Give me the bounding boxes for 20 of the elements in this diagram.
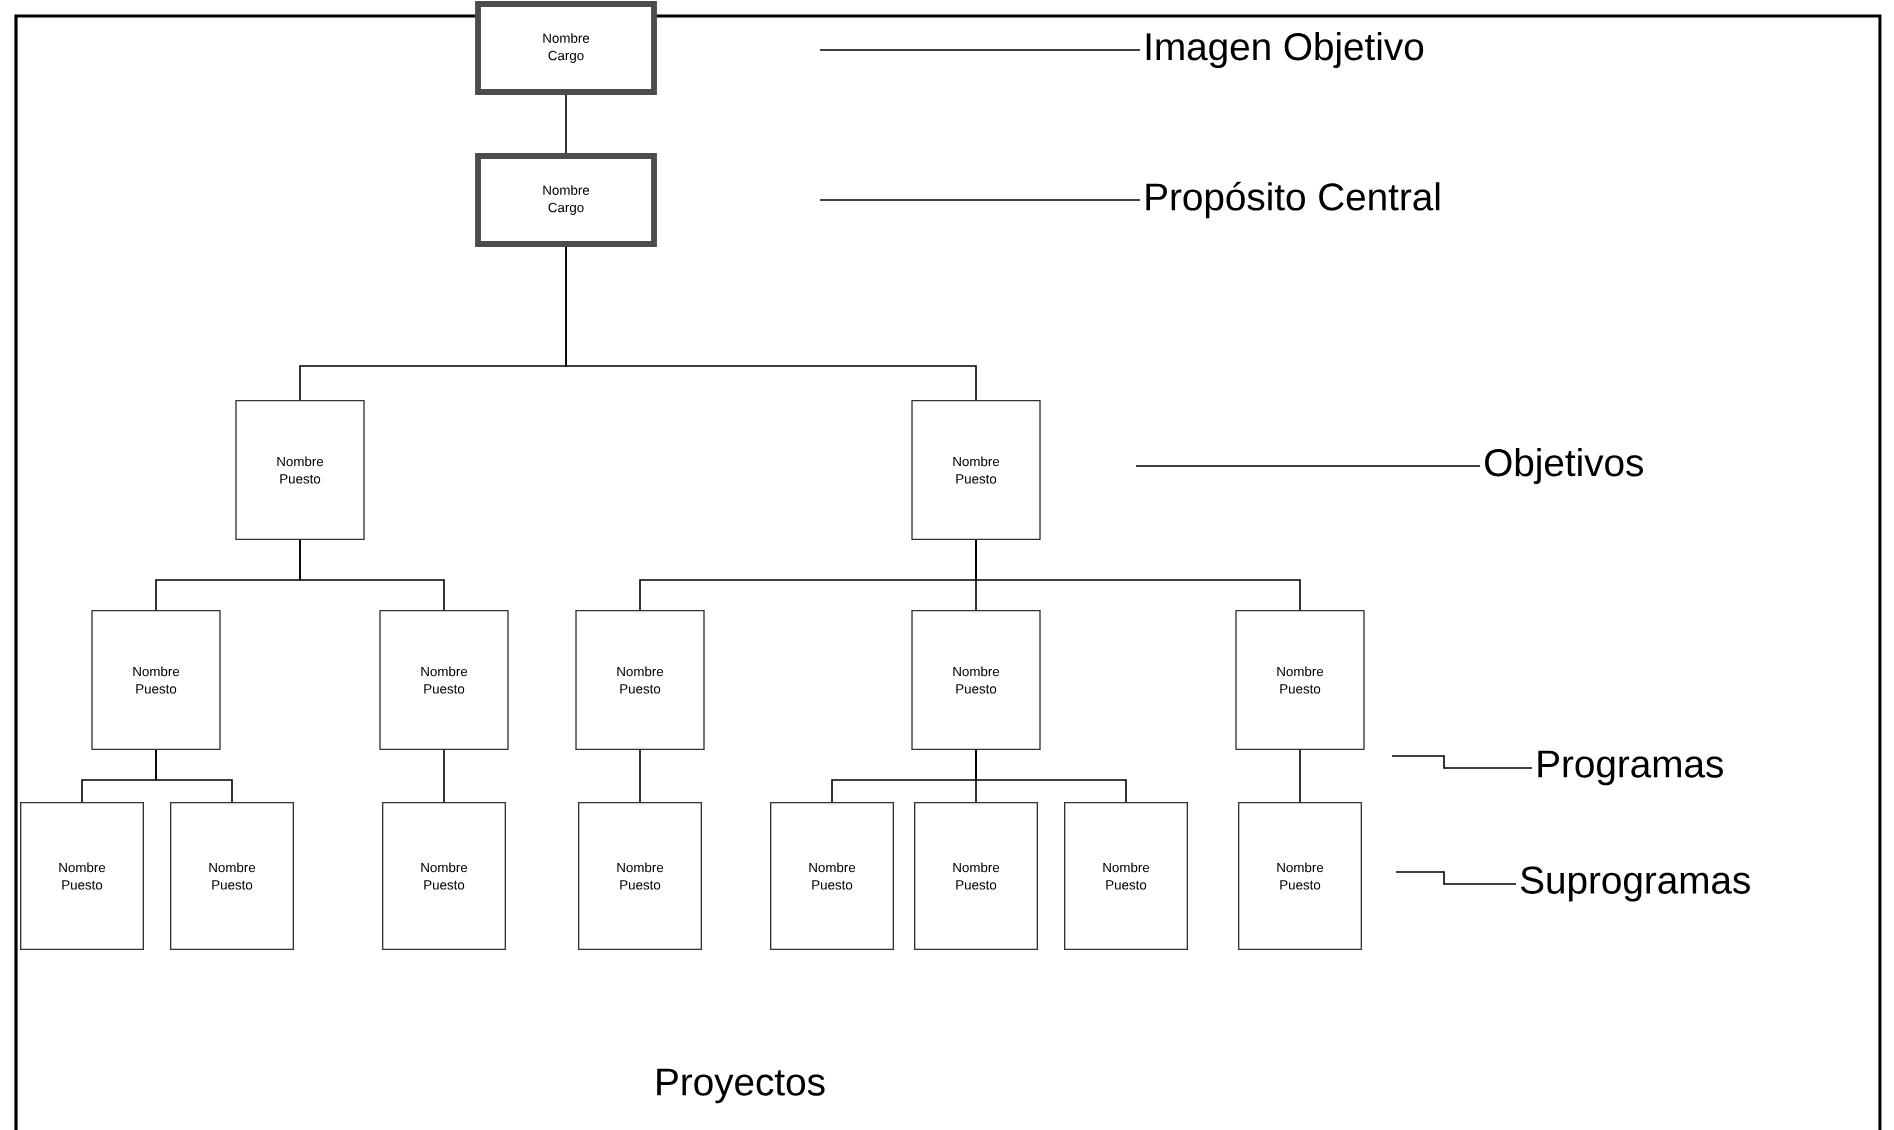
connector-line — [299, 539, 445, 611]
connector-line — [155, 749, 233, 803]
connector-line — [975, 539, 1301, 611]
level-label: Suprogramas — [1520, 866, 1750, 902]
connector-line — [443, 749, 445, 803]
leader-line — [819, 199, 1141, 201]
leader-line — [1391, 755, 1533, 769]
leader-line — [1395, 871, 1517, 885]
connector-line — [975, 749, 1127, 803]
level-label: Objetivos — [1485, 448, 1643, 485]
leader-line — [1135, 465, 1481, 467]
level-label: Propósito Central — [1146, 181, 1440, 219]
level-label: Programas — [1538, 750, 1723, 786]
connector-line — [639, 749, 641, 803]
connector-line — [565, 94, 567, 154]
level-label: Imagen Objetivo — [1146, 32, 1424, 69]
connector-line — [565, 246, 977, 401]
connector-line — [1299, 749, 1301, 803]
level-label: Proyectos — [657, 1068, 825, 1104]
leader-line — [819, 49, 1141, 51]
